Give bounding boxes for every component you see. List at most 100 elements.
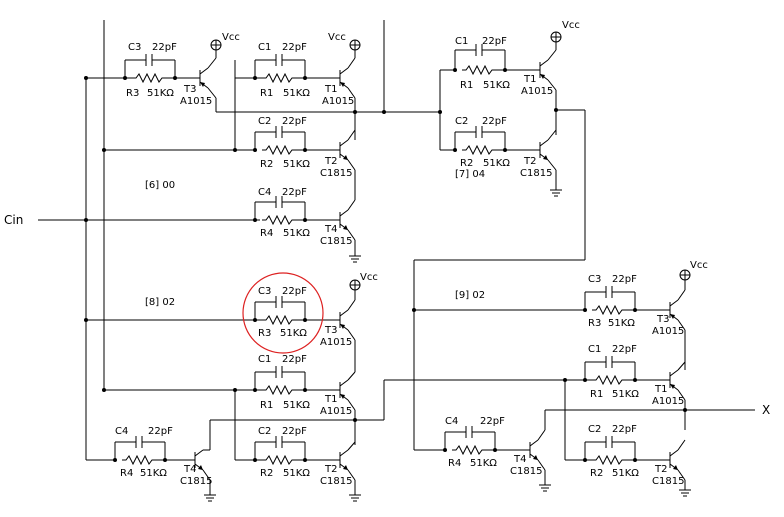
d-r2-value: 51KΩ: [612, 468, 639, 479]
a-c4-label: C4: [258, 187, 271, 198]
a-t4-label: T4: [324, 224, 337, 235]
d-t3-type: A1015: [652, 326, 684, 337]
d-c4-value: 22pF: [480, 416, 505, 427]
c-r3-value: 51KΩ: [280, 328, 307, 339]
net-label-9: [9] 02: [455, 290, 485, 301]
b-c1-label: C1: [455, 36, 468, 47]
c-t3-vcc: Vcc: [360, 272, 378, 283]
a-r3-label: R3: [126, 88, 139, 99]
b-c2-value: 22pF: [482, 116, 507, 127]
c-r4-label: R4: [120, 468, 133, 479]
c-t2-type: C1815: [320, 476, 352, 487]
d-r1-value: 51KΩ: [612, 389, 639, 400]
c-r2-value: 51KΩ: [283, 468, 310, 479]
net-label-6: [6] 00: [145, 180, 175, 191]
a-t3-vcc: Vcc: [222, 32, 240, 43]
input-wires: [38, 20, 385, 461]
d-t2-label: T2: [654, 464, 667, 475]
d-r3-value: 51KΩ: [608, 318, 635, 329]
d-c3-value: 22pF: [612, 274, 637, 285]
c-t2-label: T2: [324, 464, 337, 475]
a-r1-value: 51KΩ: [283, 88, 310, 99]
d-t4-label: T4: [513, 454, 526, 465]
a-r2-label: R2: [260, 159, 273, 170]
a-c3-label: C3: [128, 42, 141, 53]
a-t1-label: T1: [324, 84, 337, 95]
d-t2-type: C1815: [652, 476, 684, 487]
d-r4-value: 51KΩ: [470, 458, 497, 469]
c-c3-value: 22pF: [282, 286, 307, 297]
d-c3-label: C3: [588, 274, 601, 285]
highlight-circle: [242, 272, 324, 354]
port-x: X: [762, 403, 770, 417]
a-c1-value: 22pF: [282, 42, 307, 53]
d-c2-value: 22pF: [612, 424, 637, 435]
c-c1-value: 22pF: [282, 354, 307, 365]
b-c2-label: C2: [455, 116, 468, 127]
d-r3-label: R3: [588, 318, 601, 329]
c-c2-label: C2: [258, 426, 271, 437]
d-t1-label: T1: [654, 384, 667, 395]
d-t1-type: A1015: [652, 396, 684, 407]
c-c1-label: C1: [258, 354, 271, 365]
d-r1-label: R1: [590, 389, 603, 400]
a-t2-label: T2: [324, 156, 337, 167]
c-c4-value: 22pF: [148, 426, 173, 437]
block-d: [9] 02 C3 22pF R3 51KΩ T3 A1015 Vcc C1 2…: [412, 260, 755, 497]
d-c1-label: C1: [588, 344, 601, 355]
a-c3-value: 22pF: [152, 42, 177, 53]
a-t2-type: C1815: [320, 168, 352, 179]
a-c4-value: 22pF: [282, 187, 307, 198]
c-r1-label: R1: [260, 400, 273, 411]
a-t4-type: C1815: [320, 236, 352, 247]
c-r2-label: R2: [260, 468, 273, 479]
b-r1-label: R1: [460, 80, 473, 91]
c-t1-label: T1: [324, 394, 337, 405]
a-c1-label: C1: [258, 42, 271, 53]
d-t3-label: T3: [656, 314, 669, 325]
d-t4-type: C1815: [510, 466, 542, 477]
d-c4-label: C4: [445, 416, 458, 427]
net-label-8: [8] 02: [145, 297, 175, 308]
c-t3-type: A1015: [320, 337, 352, 348]
c-t4-label: T4: [183, 464, 196, 475]
c-r3-label: R3: [258, 328, 271, 339]
a-r1-label: R1: [260, 88, 273, 99]
a-t1-vcc: Vcc: [328, 32, 346, 43]
a-r2-value: 51KΩ: [283, 159, 310, 170]
c-r1-value: 51KΩ: [283, 400, 310, 411]
d-r2-label: R2: [590, 468, 603, 479]
port-cin: Cin: [4, 213, 23, 227]
d-c2-label: C2: [588, 424, 601, 435]
block-a: C3 22pF R3 51KΩ T3 A1015 Vcc C1 22pF R1 …: [84, 32, 440, 263]
c-r4-value: 51KΩ: [140, 468, 167, 479]
c-t1-type: A1015: [320, 406, 352, 417]
c-c2-value: 22pF: [282, 426, 307, 437]
a-t1-type: A1015: [322, 96, 354, 107]
c-t4-type: C1815: [180, 476, 212, 487]
b-r1-value: 51KΩ: [483, 80, 510, 91]
d-t3-vcc: Vcc: [690, 260, 708, 271]
d-r4-label: R4: [448, 458, 461, 469]
b-r2-value: 51KΩ: [483, 158, 510, 169]
b-t1-vcc: Vcc: [562, 20, 580, 31]
a-c2-label: C2: [258, 116, 271, 127]
c-t3-label: T3: [324, 325, 337, 336]
c-c3-label: C3: [258, 286, 271, 297]
a-t3-label: T3: [183, 84, 196, 95]
d-c1-value: 22pF: [612, 344, 637, 355]
block-c: [8] 02 C3 22pF R3 51KΩ T3 A1015 Vcc C1 2…: [84, 272, 560, 502]
b-t1-label: T1: [523, 74, 536, 85]
net-label-7: [7] 04: [455, 169, 485, 180]
b-r2-label: R2: [460, 158, 473, 169]
b-t2-type: C1815: [520, 168, 552, 179]
b-t1-type: A1015: [521, 86, 553, 97]
a-r4-value: 51KΩ: [283, 228, 310, 239]
a-r4-label: R4: [260, 228, 273, 239]
a-c2-value: 22pF: [282, 116, 307, 127]
b-t2-label: T2: [523, 156, 536, 167]
a-t3-type: A1015: [180, 96, 212, 107]
block-b: C1 22pF R1 51KΩ T1 A1015 Vcc C2 22pF R2 …: [413, 20, 586, 450]
c-c4-label: C4: [115, 426, 128, 437]
